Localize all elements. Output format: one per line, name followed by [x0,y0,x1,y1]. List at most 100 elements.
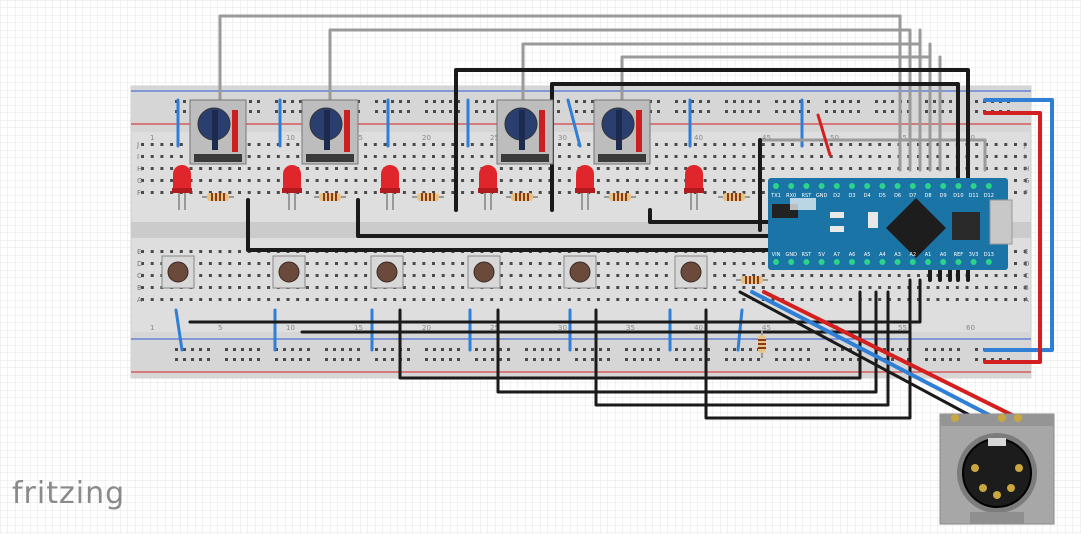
resistor [202,193,234,201]
nano-pin [909,259,916,265]
nano-pin [894,183,901,189]
nano-pin-label: A5 [864,252,871,258]
wire [750,290,997,420]
nano-pin-label: D10 [953,193,963,199]
pushbutton [161,255,195,289]
nano-pin [970,259,977,265]
resistors [202,193,768,358]
column-number: 50 [830,134,839,142]
row-letter: J [1023,141,1026,149]
top-power-rail [131,86,1031,132]
wire [738,290,977,420]
resistor [506,193,538,201]
nano-pin-label: D4 [864,193,871,199]
nano-pin [833,259,840,265]
led [172,165,192,210]
row-letter: E [1024,248,1028,256]
row-letter: E [137,248,141,256]
led [282,165,302,210]
wire [566,98,582,148]
wires-front [738,290,1020,420]
column-number: 1 [150,324,154,332]
potentiometer [301,99,359,165]
column-number: 45 [762,134,771,142]
column-number: 40 [694,324,703,332]
wire [594,290,890,407]
led [575,165,595,210]
wire [398,290,862,380]
pushbutton [272,255,306,289]
nano-pin-label: D12 [984,193,994,199]
row-letter: I [137,153,139,161]
row-letter: J [136,141,139,149]
mcu-chip [886,198,946,258]
resistor [718,193,750,201]
column-number: 25 [490,134,499,142]
nano-pin-label: TX1 [770,193,781,199]
column-number: 55 [898,134,907,142]
din-pin [971,464,979,472]
wire [174,308,184,352]
led [478,165,498,210]
nano-pin-label: D7 [909,193,916,199]
nano-pin-label: A4 [879,252,886,258]
midi-din-connector [939,413,1055,525]
pushbutton [563,255,597,289]
wire [762,290,1020,420]
nano-pin [955,183,962,189]
nano-pin [940,259,947,265]
row-letter: G [1024,177,1029,185]
column-number: 30 [558,324,567,332]
nano-pin-label: A0 [940,252,947,258]
usb-port [989,199,1013,245]
nano-pin-label: A7 [833,252,840,258]
row-letter: B [1024,284,1029,292]
nano-pin-label: D9 [940,193,947,199]
nano-pin [818,259,825,265]
row-letter: I [1024,153,1026,161]
resistor [604,193,636,201]
row-letter: C [137,272,142,280]
wire [816,113,832,157]
bottom-power-rail [131,332,1031,378]
wire [736,308,744,352]
pushbutton [467,255,501,289]
potentiometer [496,99,554,165]
row-letter: A [137,296,142,304]
column-number: 20 [422,134,431,142]
usb-chip [952,212,980,240]
column-number: 55 [898,324,907,332]
nano-pin-label: RST [802,252,813,258]
row-letter: A [1024,296,1029,304]
fritzing-logo: fritzing [12,476,126,511]
row-letter: F [137,189,141,197]
wire [188,278,922,324]
row-letter: C [1024,272,1029,280]
nano-pin-header [773,183,992,265]
nano-pin-label: D6 [894,193,901,199]
row-letter: G [137,177,142,185]
row-letter: D [1024,260,1029,268]
nano-pin-label: 3V3 [969,252,979,258]
nano-pin-label: D5 [879,193,886,199]
nano-pin [849,183,855,189]
nano-pin [818,183,825,189]
din-pin [979,484,987,492]
pushbutton [674,255,708,289]
nano-pin-label: D8 [924,193,931,199]
potentiometer [189,99,247,165]
nano-pin [849,259,855,265]
wire [983,98,1054,352]
led [380,165,400,210]
column-number: 35 [626,324,635,332]
nano-pin [803,183,810,189]
nano-pin [909,183,916,189]
column-number: 1 [150,134,154,142]
resistor [736,276,768,284]
nano-pin [925,259,931,265]
nano-pin-label: VIN [772,252,781,258]
